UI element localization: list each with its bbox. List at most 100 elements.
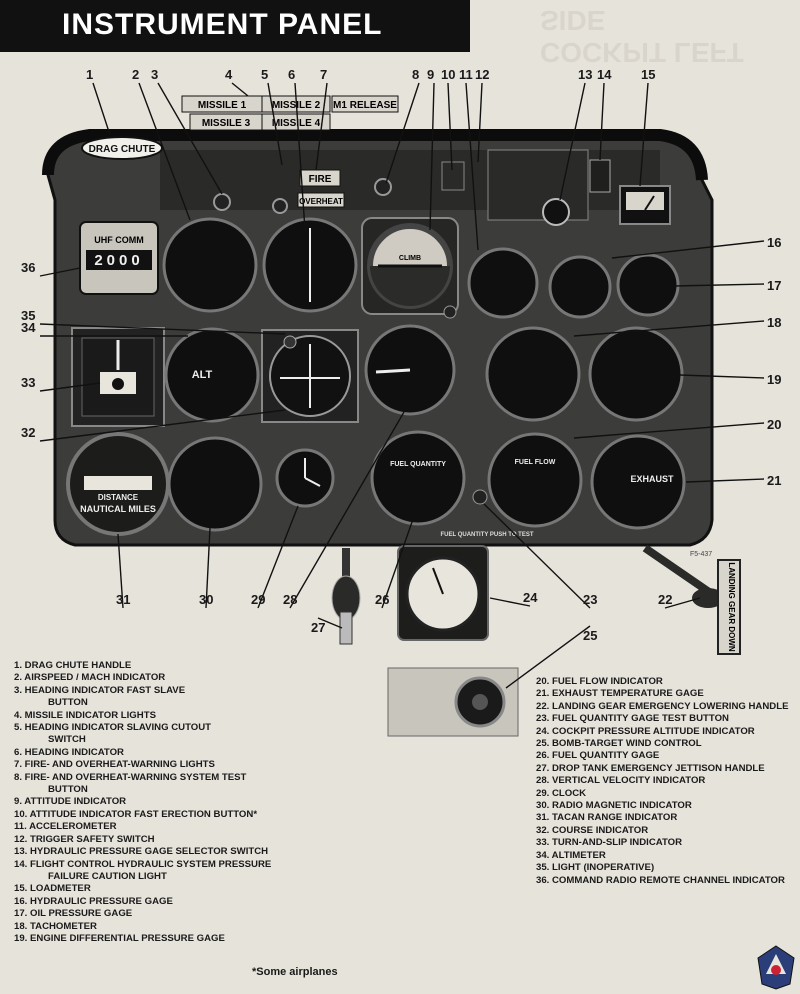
legend-item: 8. FIRE- AND OVERHEAT-WARNING SYSTEM TES… — [14, 771, 247, 783]
radio-magnetic-indicator — [167, 436, 263, 532]
callout-number: 27 — [311, 620, 326, 635]
drop-tank-jettison-handle[interactable] — [331, 548, 361, 645]
hydraulic-pressure-gage — [548, 255, 612, 319]
attitude-climb-label: CLIMB — [399, 255, 421, 262]
page-title: INSTRUMENT PANEL — [62, 8, 383, 41]
callout-number: 3 — [151, 67, 159, 82]
callout-leader-line — [477, 82, 483, 163]
callout-number: 29 — [251, 592, 266, 607]
callout-leader-line — [611, 240, 765, 259]
inoperative-light — [283, 335, 297, 349]
legend-item: 22. LANDING GEAR EMERGENCY LOWERING HAND… — [536, 700, 789, 712]
legend-item: 25. BOMB-TARGET WIND CONTROL — [536, 738, 702, 750]
legend-item: 23. FUEL QUANTITY GAGE TEST BUTTON — [536, 713, 729, 725]
hydraulic-pressure-selector-switch[interactable] — [542, 198, 570, 226]
callout-number: 12 — [475, 67, 490, 82]
callout-leader-line — [92, 82, 111, 136]
heading-indicator — [262, 217, 358, 313]
legend-item: 15. LOADMETER — [14, 883, 91, 895]
callout-number: 20 — [767, 417, 782, 432]
legend-item: 9. ATTITUDE INDICATOR — [14, 796, 127, 808]
callout-number: 23 — [583, 592, 598, 607]
legend-item: 19. ENGINE DIFFERENTIAL PRESSURE GAGE — [14, 932, 225, 944]
legend-item: 21. EXHAUST TEMPERATURE GAGE — [536, 688, 704, 700]
footnote: *Some airplanes — [252, 966, 338, 978]
legend-item: 34. ALTIMETER — [536, 849, 606, 861]
callout-number: 17 — [767, 278, 782, 293]
callout-leader-line — [559, 82, 586, 201]
callout-leader-line — [679, 374, 765, 379]
callout-leader-line — [385, 82, 420, 184]
landing-gear-emergency-handle[interactable]: LANDING GEAR DOWN — [642, 544, 741, 655]
callout-leader-line — [257, 505, 299, 609]
cockpit-pressure-altitude-indicator — [397, 545, 489, 641]
callout-number: 1 — [86, 67, 94, 82]
callout-number: 22 — [658, 592, 673, 607]
callout-number: 14 — [597, 67, 612, 82]
callout-leader-line — [381, 521, 413, 609]
callout-number: 16 — [767, 235, 782, 250]
bomb-target-wind-control[interactable] — [387, 667, 519, 737]
callout-leader-line — [267, 82, 283, 166]
legend-item: 17. OIL PRESSURE GAGE — [14, 908, 133, 920]
legend-item: 7. FIRE- AND OVERHEAT-WARNING LIGHTS — [14, 759, 215, 771]
legend-item: 36. COMMAND RADIO REMOTE CHANNEL INDICAT… — [536, 874, 785, 886]
nautical-miles-label: NAUTICAL MILES — [80, 504, 156, 514]
legend-item: 14. FLIGHT CONTROL HYDRAULIC SYSTEM PRES… — [14, 858, 272, 870]
callout-number: 10 — [441, 67, 456, 82]
callout-leader-line — [599, 82, 605, 161]
vertical-velocity-indicator — [364, 324, 456, 416]
fuel-flow-dial-label: FUEL FLOW — [515, 459, 556, 466]
uhf-channel-digits: 2000 — [94, 252, 143, 269]
uhf-comm-channel-indicator: UHF COMM 2000 — [79, 221, 159, 295]
callout-number: 25 — [583, 628, 598, 643]
legend-item: FAILURE CAUTION LIGHT — [48, 870, 167, 882]
exhaust-dial-label: EXHAUST — [630, 474, 674, 484]
attitude-fast-erection-button[interactable] — [443, 305, 457, 319]
callout-leader-line — [39, 409, 286, 442]
legend-item: 35. LIGHT (INOPERATIVE) — [536, 862, 655, 874]
legend-item: 27. DROP TANK EMERGENCY JETTISON HANDLE — [536, 762, 765, 774]
callout-leader-line — [639, 82, 649, 187]
legend-item: 12. TRIGGER SAFETY SWITCH — [14, 833, 155, 845]
fire-overheat-warning-lights: FIRE OVERHEAT — [297, 169, 345, 208]
fuel-quantity-gage: FUEL QUANTITY — [370, 430, 466, 526]
legend-item: 24. COCKPIT PRESSURE ALTITUDE INDICATOR — [536, 725, 755, 737]
fire-label: FIRE — [309, 174, 332, 185]
callout-number: 2 — [132, 67, 140, 82]
callout-number: 19 — [767, 372, 782, 387]
slaving-cutout-switch[interactable] — [272, 198, 288, 214]
callout-number: 8 — [412, 67, 420, 82]
legend-item: 32. COURSE INDICATOR — [536, 824, 649, 836]
callout-leader-line — [117, 533, 124, 609]
hydraulic-selector-plate — [487, 149, 589, 221]
airspeed-mach-indicator — [162, 217, 258, 313]
heading-fast-slave-button[interactable] — [213, 193, 231, 211]
callout-number: 30 — [199, 592, 214, 607]
callout-number: 18 — [767, 315, 782, 330]
callout-leader-line — [489, 597, 531, 607]
callout-number: 31 — [116, 592, 131, 607]
callout-leader-line — [483, 503, 591, 609]
overheat-label: OVERHEAT — [299, 197, 343, 206]
callout-number: 36 — [21, 260, 36, 275]
legend-item: 5. HEADING INDICATOR SLAVING CUTOUT — [14, 722, 212, 734]
callout-leader-line — [231, 82, 249, 97]
callout-number: 28 — [283, 592, 298, 607]
uhf-comm-label: UHF COMM — [94, 235, 144, 245]
legend-item: BUTTON — [48, 784, 88, 796]
callout-leader-line — [39, 323, 286, 335]
callout-leader-line — [289, 411, 405, 609]
callout-number: 21 — [767, 473, 782, 488]
fire-test-button[interactable] — [374, 178, 392, 196]
figure-reference-code: F5-437 — [690, 551, 712, 558]
fuel-quantity-test-button[interactable] — [472, 489, 488, 505]
loadmeter — [619, 185, 671, 225]
legend-item: 29. CLOCK — [536, 787, 587, 799]
callout-leader-line — [573, 320, 765, 337]
fuel-test-placard: FUEL QUANTITY PUSH TO TEST — [440, 532, 533, 538]
drag-chute-handle[interactable]: DRAG CHUTE — [81, 136, 163, 160]
unit-insignia-logo — [757, 945, 795, 990]
